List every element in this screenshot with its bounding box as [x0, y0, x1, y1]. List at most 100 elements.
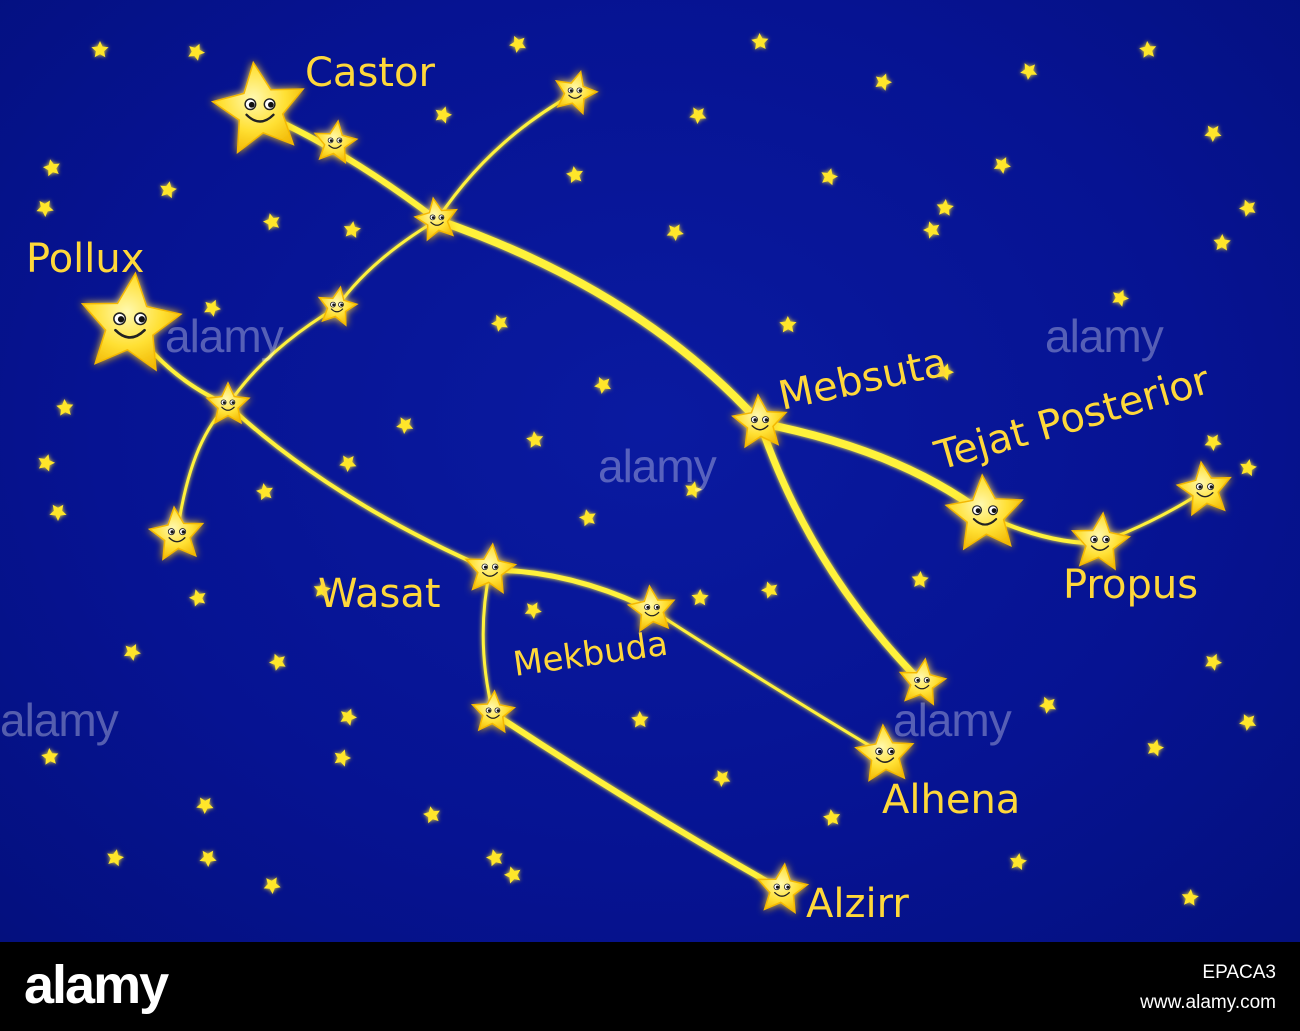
- background-star: [875, 73, 892, 91]
- background-star: [911, 571, 929, 588]
- background-star: [779, 316, 797, 333]
- background-star: [189, 589, 206, 607]
- star-alzirr: [756, 862, 810, 915]
- background-star: [1240, 459, 1257, 477]
- background-star: [1112, 289, 1129, 307]
- background-star: [41, 748, 59, 765]
- background-star: [566, 166, 583, 183]
- star-lower-wasat: [470, 689, 517, 734]
- star-center-node: [413, 196, 458, 242]
- background-star: [923, 221, 940, 239]
- constellation-lines: [128, 91, 1207, 893]
- background-star: [334, 749, 351, 767]
- background-star: [1039, 696, 1056, 714]
- background-star: [504, 866, 521, 884]
- footer-url: www.alamy.com: [1140, 992, 1276, 1013]
- footer-logo: alamy: [24, 955, 169, 1015]
- background-star: [1010, 853, 1027, 870]
- background-star: [761, 581, 778, 599]
- line-center-upper: [435, 91, 577, 222]
- label-tejat-posterior: Tejat Posterior: [929, 357, 1215, 480]
- background-star: [691, 589, 709, 606]
- star-pollux: [80, 271, 183, 372]
- line-castor-center: [262, 112, 440, 223]
- background-star: [339, 455, 357, 472]
- background-star: [685, 481, 702, 499]
- background-star: [1020, 63, 1038, 80]
- label-pollux: Pollux: [26, 236, 144, 282]
- background-star: [340, 708, 357, 726]
- background-star: [204, 299, 221, 317]
- line-mekbuda-alhena: [650, 608, 887, 757]
- background-star: [91, 41, 109, 58]
- background-star: [524, 602, 542, 619]
- background-star: [343, 221, 361, 238]
- background-star: [1204, 434, 1222, 451]
- night-sky-background: [0, 0, 1300, 942]
- background-star: [1213, 234, 1231, 251]
- label-mekbuda: Mekbuda: [511, 624, 671, 685]
- watermark-text: alamy: [1045, 310, 1164, 362]
- star-tejat-posterior: [944, 473, 1024, 551]
- background-star: [313, 581, 331, 598]
- line-lower-alzirr: [490, 710, 785, 893]
- star-propus-end: [1175, 460, 1232, 517]
- label-propus: Propus: [1063, 562, 1198, 608]
- background-star: [56, 399, 74, 416]
- background-star: [435, 106, 452, 124]
- background-star: [936, 199, 954, 216]
- star-upper-end: [554, 69, 599, 116]
- background-stars: [36, 33, 1257, 906]
- watermark-text: alamy: [893, 694, 1012, 746]
- background-star: [821, 168, 838, 186]
- background-star: [631, 711, 649, 728]
- star-alhena-branch: [898, 657, 948, 706]
- watermarks: alamy alamy alamy alamy alamy: [0, 310, 1165, 746]
- constellation-stars: [80, 60, 1232, 915]
- label-alhena: Alhena: [882, 777, 1020, 823]
- line-node-wasat: [226, 403, 492, 572]
- line-mebsuta-alhena-branch: [756, 419, 926, 687]
- background-star: [269, 653, 286, 671]
- background-star: [124, 644, 141, 661]
- line-wasat-lower: [481, 568, 495, 715]
- background-star: [491, 314, 508, 332]
- background-star: [689, 107, 707, 124]
- background-star: [713, 770, 731, 787]
- background-star: [196, 797, 214, 814]
- background-star: [579, 509, 596, 527]
- background-star: [1205, 653, 1222, 671]
- background-star: [1239, 199, 1256, 217]
- background-star: [396, 417, 414, 434]
- star-mebsuta: [731, 393, 788, 449]
- line-center-mebsuta: [433, 216, 764, 427]
- star-alhena: [854, 723, 915, 782]
- background-star: [38, 454, 55, 472]
- label-mebsuta: Mebsuta: [775, 339, 952, 420]
- background-star: [993, 157, 1011, 174]
- background-star: [263, 213, 280, 231]
- background-star: [1147, 739, 1164, 757]
- background-star: [594, 377, 611, 394]
- background-star: [1139, 41, 1157, 58]
- background-star: [256, 483, 273, 501]
- gemini-constellation-diagram: alamy alamy alamy alamy alamy Castor Pol…: [0, 33, 1257, 927]
- watermark-text: alamy: [165, 310, 284, 362]
- line-wasat-mekbuda: [487, 567, 655, 613]
- label-castor: Castor: [305, 50, 435, 96]
- star-propus: [1070, 511, 1132, 571]
- background-star: [823, 809, 841, 826]
- watermark-text: alamy: [0, 694, 119, 746]
- star-mekbuda: [626, 584, 676, 633]
- background-star: [107, 849, 124, 867]
- background-star: [486, 849, 503, 867]
- background-star: [36, 200, 54, 217]
- background-star: [751, 33, 769, 50]
- background-star: [526, 431, 544, 448]
- background-star: [937, 363, 954, 381]
- background-star: [43, 159, 60, 177]
- background-star: [1239, 714, 1257, 731]
- background-star: [199, 850, 217, 867]
- background-star: [160, 181, 177, 199]
- star-pollux-node: [205, 381, 251, 425]
